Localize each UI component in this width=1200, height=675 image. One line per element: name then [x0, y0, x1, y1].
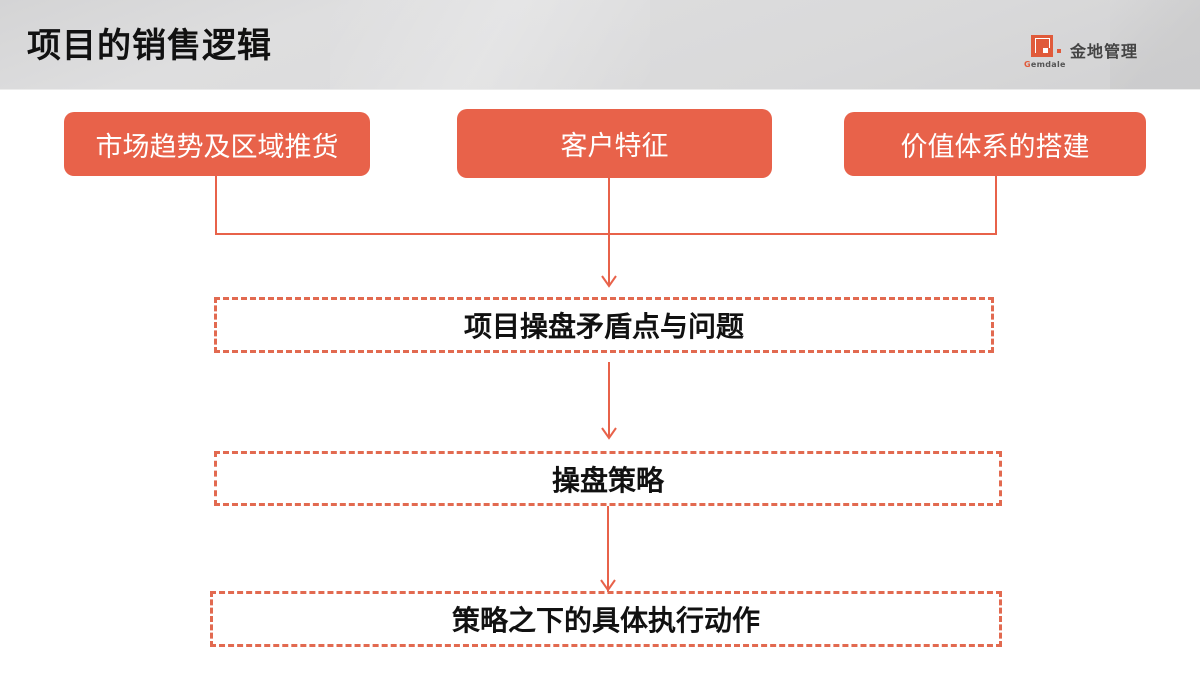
header-shade: [1110, 0, 1200, 89]
connector-right: [995, 176, 997, 234]
arrow-down-icon: [600, 579, 616, 592]
flow-box-label: 项目操盘矛盾点与问题: [463, 310, 744, 343]
slide-header: 项目的销售逻辑 Gemdale 金地管理: [0, 0, 1200, 90]
brand-logo: Gemdale 金地管理: [1024, 32, 1154, 76]
brand-name-cn: 金地管理: [1070, 42, 1139, 61]
connector-left: [215, 176, 217, 234]
header-sheen: [330, 0, 650, 89]
page-title: 项目的销售逻辑: [27, 26, 272, 66]
input-box-market-trend: 市场趋势及区域推货: [64, 112, 370, 176]
arrow-down-icon: [601, 275, 617, 288]
logo-dot: [1057, 49, 1061, 53]
connector-center: [608, 178, 610, 286]
input-box-customer-traits: 客户特征: [457, 109, 772, 178]
flow-box-label: 策略之下的具体执行动作: [451, 604, 760, 637]
flow-box-problems: 项目操盘矛盾点与问题: [214, 297, 994, 353]
input-box-value-system: 价值体系的搭建: [844, 112, 1146, 176]
brand-name-en: Gemdale: [1024, 60, 1066, 69]
connector-flow-1: [608, 362, 610, 438]
connector-horizontal: [215, 233, 997, 235]
input-box-label: 价值体系的搭建: [900, 131, 1090, 163]
connector-flow-2: [607, 506, 609, 592]
flow-box-label: 操盘策略: [551, 463, 664, 497]
gemdale-logo-icon: [1031, 35, 1053, 57]
input-box-label: 客户特征: [560, 131, 669, 162]
input-box-label: 市场趋势及区域推货: [95, 131, 339, 163]
arrow-down-icon: [601, 427, 617, 440]
flow-box-execution: 策略之下的具体执行动作: [210, 591, 1002, 647]
flow-box-strategy: 操盘策略: [214, 451, 1002, 506]
